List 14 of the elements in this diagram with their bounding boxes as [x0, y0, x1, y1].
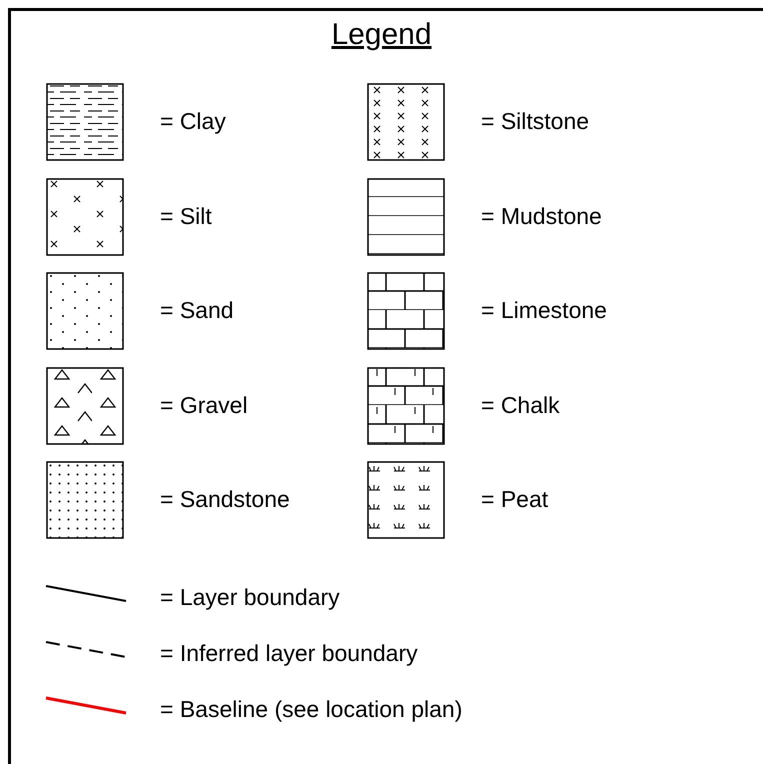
legend-label: = Peat [481, 485, 548, 513]
legend-label: = Baseline (see location plan) [160, 695, 462, 723]
legend-title: Legend [330, 18, 433, 52]
legend-label: = Sandstone [160, 485, 290, 513]
legend-label: = Inferred layer boundary [160, 639, 418, 667]
legend-label: = Layer boundary [160, 583, 340, 611]
legend-label: = Silt [160, 202, 212, 230]
legend-label: = Chalk [481, 390, 560, 418]
legend-label: = Gravel [160, 390, 248, 418]
legend-label: = Limestone [481, 296, 607, 324]
legend-label: = Sand [160, 296, 234, 324]
legend-label: = Clay [160, 107, 226, 135]
legend-label: = Mudstone [481, 202, 602, 230]
legend-label: = Siltstone [481, 107, 590, 135]
